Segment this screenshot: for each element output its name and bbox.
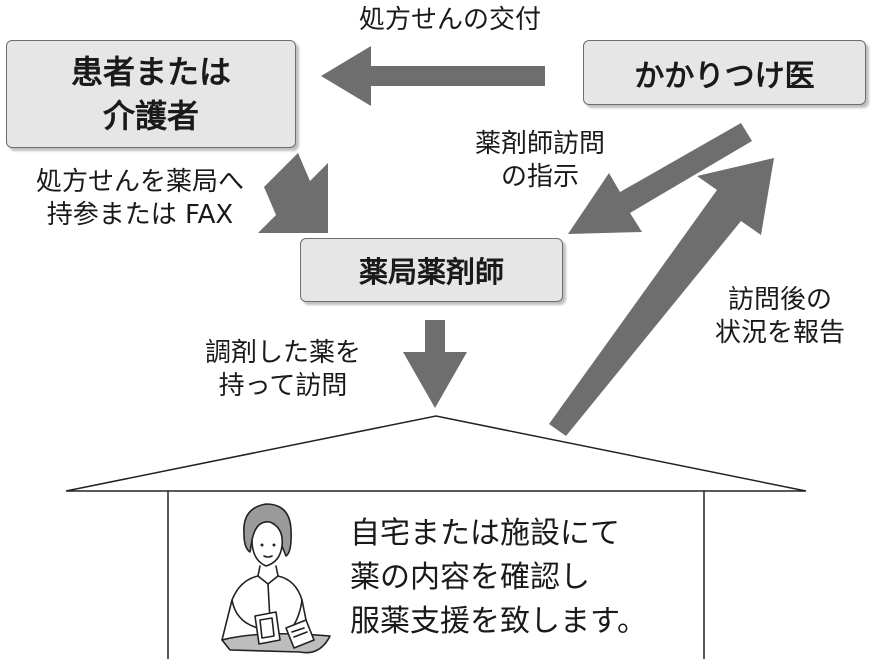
arrow-instruct bbox=[568, 123, 752, 234]
node-patient-line-2: 介護者 bbox=[102, 97, 199, 135]
arrow-prescription bbox=[321, 46, 545, 106]
pharmacist-illustration bbox=[221, 503, 331, 654]
arrow-visit bbox=[403, 320, 467, 408]
node-pharmacist: 薬局薬剤師 bbox=[300, 238, 563, 302]
edge-label-bring-line-2: 持参または FAX bbox=[46, 200, 234, 230]
house-description-line-1: 自宅または施設にて bbox=[350, 516, 620, 551]
edge-label-bring-line-1: 処方せんを薬局へ bbox=[35, 167, 244, 197]
edge-label-visit-line-1: 調剤した薬を bbox=[204, 338, 361, 368]
edge-label-report-line-1: 訪問後の bbox=[727, 285, 832, 315]
node-doctor: かかりつけ医 bbox=[583, 40, 866, 105]
edge-label-report-line-2: 状況を報告 bbox=[714, 318, 845, 348]
edge-label-instruct: 薬剤師訪問 の指示 bbox=[440, 128, 640, 194]
edge-label-visit: 調剤した薬を 持って訪問 bbox=[178, 337, 388, 403]
arrow-report bbox=[549, 158, 774, 436]
edge-label-visit-line-2: 持って訪問 bbox=[218, 371, 348, 401]
edge-label-instruct-line-1: 薬剤師訪問 bbox=[474, 129, 605, 159]
edge-label-report: 訪問後の 状況を報告 bbox=[690, 284, 870, 350]
node-patient-line-1: 患者または bbox=[70, 53, 231, 91]
edge-label-instruct-line-2: の指示 bbox=[500, 162, 579, 192]
node-doctor-label: かかりつけ医 bbox=[634, 58, 815, 94]
arrow-bring bbox=[258, 153, 328, 233]
house-description-line-3: 服薬支援を致します。 bbox=[350, 604, 647, 639]
node-pharmacist-label: 薬局薬剤師 bbox=[358, 255, 504, 289]
edge-label-prescription: 処方せんの交付 bbox=[300, 4, 600, 37]
edge-label-prescription-text: 処方せんの交付 bbox=[358, 5, 541, 35]
edge-label-bring: 処方せんを薬局へ 持参または FAX bbox=[10, 166, 270, 232]
house-roof bbox=[65, 415, 807, 492]
house-description-line-2: 薬の内容を確認し bbox=[350, 560, 590, 595]
house-description: 自宅または施設にて 薬の内容を確認し 服薬支援を致します。 bbox=[350, 512, 690, 644]
node-patient: 患者または 介護者 bbox=[6, 40, 296, 148]
